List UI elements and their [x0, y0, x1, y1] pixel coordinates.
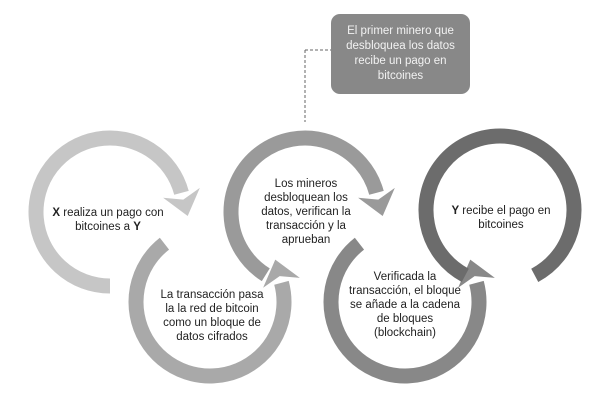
- step-5-arc: [418, 128, 582, 282]
- step-1-arc: [28, 130, 189, 294]
- step-3-arrowhead-icon: [358, 187, 395, 217]
- step-5-receiver: Y: [451, 205, 460, 217]
- step-2-arrowhead-icon: [263, 259, 300, 288]
- step-3-text: Los mineros desbloquean los datos, verif…: [261, 178, 351, 246]
- step-4-text: Verificada la transacción, el bloque se …: [349, 271, 461, 339]
- step-2-arc: [128, 237, 292, 384]
- callout-text: El primer minero que desbloquea los dato…: [346, 25, 455, 82]
- callout-box: El primer minero que desbloquea los dato…: [331, 14, 470, 94]
- step-1-sender: X: [52, 207, 61, 219]
- step-3-arc: [223, 130, 384, 282]
- step-4-arrowhead-icon: [458, 259, 495, 288]
- step-1-receiver: Y: [133, 221, 141, 233]
- step-5-text: Y recibe el pago en bitcoines: [444, 204, 559, 232]
- step-5-label: recibe el pago en bitcoines: [459, 205, 551, 231]
- step-1-arrowhead-icon: [163, 187, 200, 217]
- step-1-label: realiza un pago con bitcoines a: [60, 207, 164, 233]
- step-2-text: La transacción pasa la la red de bitcoin…: [160, 289, 264, 343]
- step-4-arc: [323, 237, 487, 384]
- step-1-text: X realiza un pago con bitcoines a Y: [43, 206, 173, 234]
